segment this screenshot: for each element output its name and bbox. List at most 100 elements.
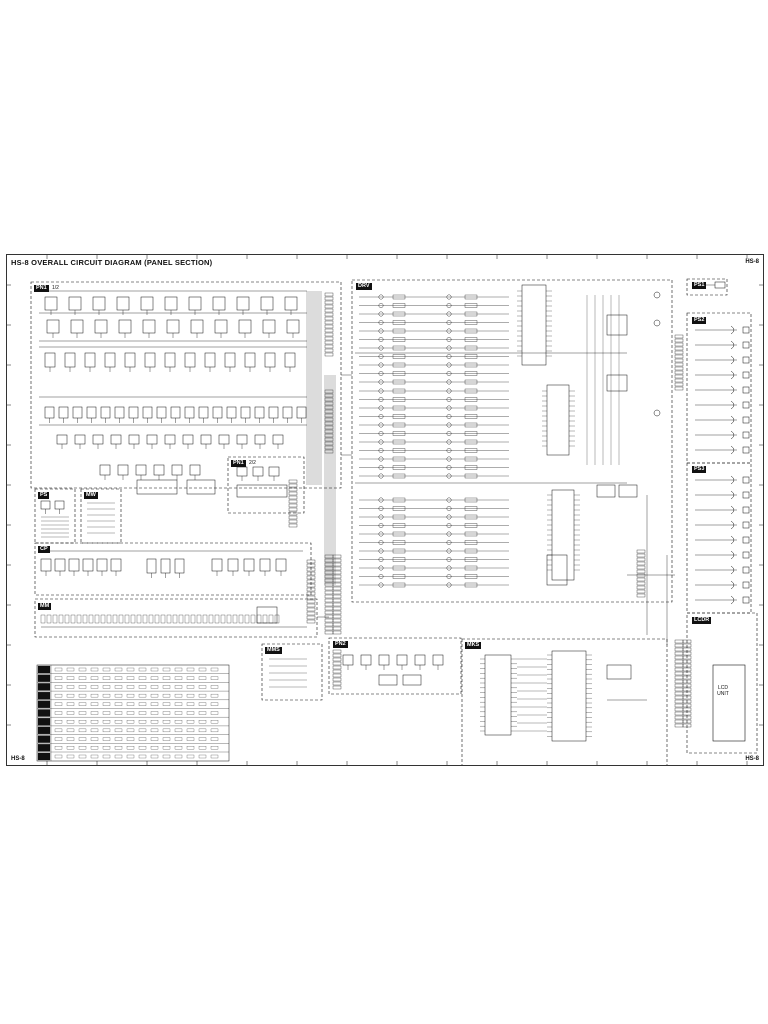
legend-symbol [78,667,87,672]
switch-component [238,319,252,334]
connector-pin [324,413,334,418]
switch-component [182,434,194,445]
legend-symbol [90,711,99,715]
switch-component [110,434,122,445]
led-component [446,456,452,462]
legend-symbol [102,754,111,759]
connector-pin [332,598,342,603]
ic-driver [546,384,570,456]
legend-symbol [174,676,183,680]
connector-pin [324,409,334,414]
block-frame-ps3 [686,462,752,614]
legend-symbol [54,711,63,715]
switch-component [128,434,140,445]
legend-symbol [66,720,75,724]
switch-component [284,352,296,368]
switch-component [286,319,300,334]
output-jack [742,521,750,529]
block-label-cp: CP [38,546,50,553]
connector-jack [653,319,661,327]
connector-pin [324,594,334,599]
legend-symbol [78,728,87,733]
ic-component [136,479,178,495]
connector-pin [674,683,684,688]
legend-symbol [162,746,171,750]
resistor-component [464,379,478,385]
connector-pin [332,618,342,623]
key-contact [184,614,190,624]
led-component [378,414,384,419]
resistor-component [392,345,406,351]
legend-cell-mark [37,665,51,674]
connector-pin [682,691,692,696]
connector-pin [332,681,342,686]
key-contact [142,614,148,624]
resistor-component [392,506,406,511]
switch-component [86,406,97,419]
legend-symbol [150,746,159,750]
connector-pin [306,563,316,568]
connector-pin [324,328,334,333]
connector-pin [674,374,684,379]
connector-pin [674,338,684,343]
connector-pin [288,495,298,500]
legend-symbol [198,685,207,689]
connector-pin [674,643,684,648]
resistor-component [392,448,406,453]
connector-pin [306,603,316,608]
key-contact [208,614,214,624]
legend-symbol [126,702,135,706]
led-component [446,473,452,479]
connector-pin [324,344,334,349]
connector-pin [332,590,342,595]
resistor-component [392,371,406,376]
legend-symbol [150,711,159,715]
legend-symbol [150,754,159,759]
led-component [446,379,452,385]
resistor-component [392,473,406,479]
legend-symbol [138,693,147,698]
ic-component [236,484,288,498]
connector-pin [324,300,334,305]
jack-contact [730,595,735,605]
led-component [446,523,452,528]
resistor-component [392,414,406,419]
led-component [378,397,384,402]
connector-pin [324,614,334,619]
legend-symbol [138,685,147,689]
connector-pin [714,281,726,289]
connector-pin [674,354,684,359]
key-contact [190,614,196,624]
connector-pin [324,340,334,345]
resistor-component [392,337,406,342]
legend-symbol [78,746,87,750]
block-sublabel-pn1: 1/2 [52,285,59,291]
legend-cell-mark [37,691,51,700]
connector-pin [674,675,684,680]
switch-component [262,319,276,334]
switch-component [240,406,251,419]
jack-contact [730,445,735,455]
legend-symbol [162,676,171,680]
switch-component [96,558,108,572]
led-component [446,448,452,453]
key-contact [256,614,262,624]
resistor-component [392,582,406,588]
led-component [378,465,384,470]
key-contact [40,614,46,624]
connector-pin [674,378,684,383]
legend-symbol [210,737,219,741]
switch-component [44,296,58,311]
resistor-component [392,456,406,462]
block-frame-cp [34,542,312,596]
legend-symbol [114,746,123,750]
legend-symbol [126,667,135,672]
switch-component [360,654,372,666]
connector-pin [682,679,692,684]
legend-symbol [138,702,147,706]
connector-pin [288,515,298,520]
legend-symbol [198,676,207,680]
block-frame-mm [34,598,318,638]
connector-pin [324,336,334,341]
led-component [446,540,452,545]
